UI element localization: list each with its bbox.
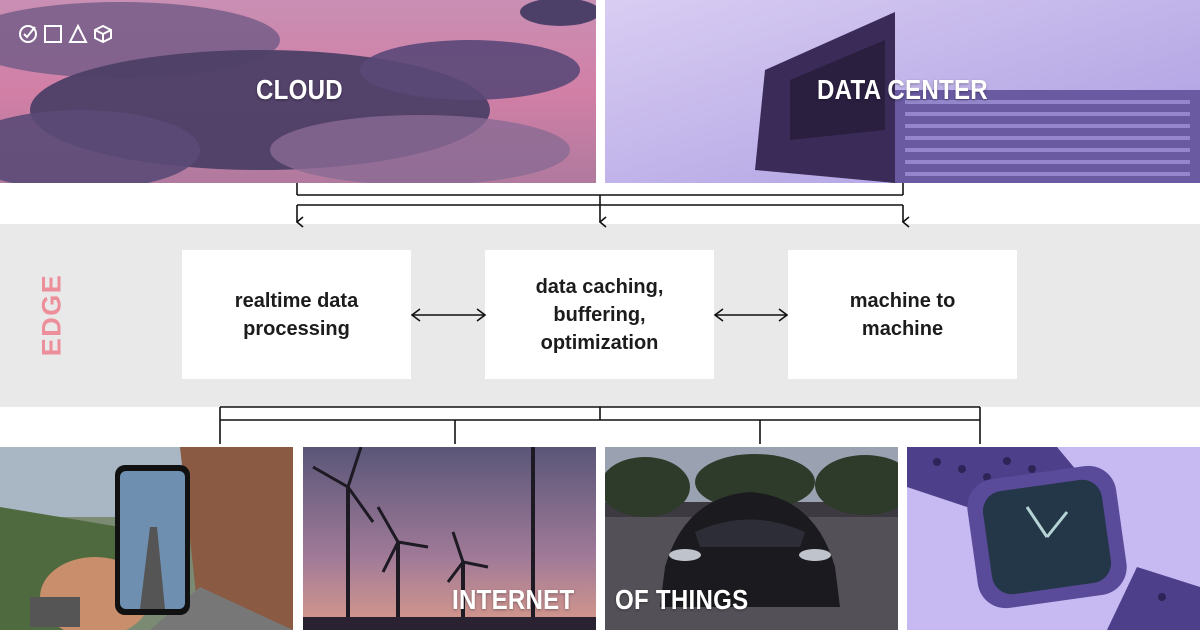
phone-photo	[0, 447, 293, 630]
node-machine-to-machine: machine to machine	[788, 250, 1017, 379]
logo	[18, 24, 113, 44]
cloud-label: CLOUD	[256, 74, 343, 106]
check-circle-icon	[18, 24, 38, 44]
square-icon	[43, 24, 63, 44]
smartwatch-photo	[907, 447, 1200, 630]
node-label: machine to machine	[813, 287, 993, 343]
triangle-icon	[68, 24, 88, 44]
node-realtime-processing: realtime data processing	[182, 250, 411, 379]
cube-icon	[93, 24, 113, 44]
of-things-label: OF THINGS	[615, 584, 748, 616]
internet-label: INTERNET	[452, 584, 574, 616]
node-label: realtime data processing	[207, 287, 387, 343]
data-center-label: DATA CENTER	[817, 74, 988, 106]
edge-label: EDGE	[37, 274, 68, 357]
node-label: data caching, buffering, optimization	[510, 273, 690, 357]
node-data-caching: data caching, buffering, optimization	[485, 250, 714, 379]
